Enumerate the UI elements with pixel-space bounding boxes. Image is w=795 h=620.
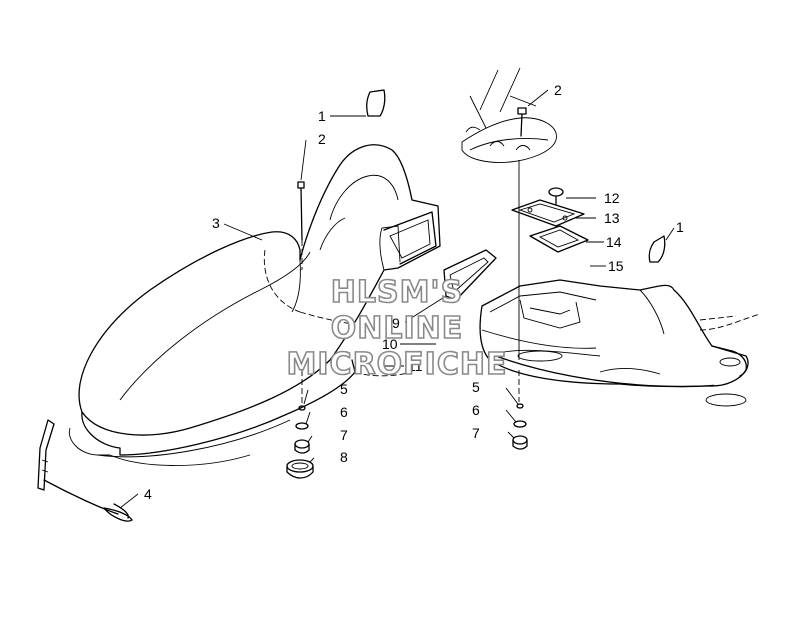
latch-plate: [511, 199, 585, 227]
callout-5-left: 5: [340, 381, 348, 397]
screw-2-right: [517, 107, 527, 360]
cable-strap-4: [37, 419, 133, 522]
callout-5-right: 5: [472, 379, 480, 395]
plug-12: [548, 187, 564, 205]
leader-lines: [119, 89, 675, 509]
callout-1-seat-pad: 1: [318, 108, 326, 124]
callout-11: 11: [408, 358, 423, 374]
callout-15-tray: 15: [608, 258, 624, 274]
callout-7-right: 7: [472, 425, 480, 441]
callout-1-lens-pad: 1: [676, 219, 684, 235]
seat-pad-1: [366, 89, 386, 117]
watermark: HLSM'S ONLINE MICROFICHE: [286, 274, 508, 383]
frame-sketch: [461, 67, 557, 163]
handle-grip: [443, 249, 497, 301]
callout-2-seat-screw: 2: [318, 131, 326, 147]
callout-3-seat: 3: [212, 215, 220, 231]
callout-6-right: 6: [472, 402, 480, 418]
callout-7-left: 7: [340, 427, 348, 443]
watermark-line-3: MICROFICHE: [287, 347, 508, 382]
screw-2-left: [297, 181, 305, 270]
storage-tray: [479, 279, 761, 407]
callout-4-strap: 4: [144, 486, 152, 502]
fastener-stack-right: [512, 370, 528, 450]
callout-labels: 1 2 3 4 5 6 7 8 9 10 11 2 12 13 14 15 1 …: [144, 82, 684, 502]
callout-14-gasket: 14: [606, 234, 622, 250]
callout-9-grip: 9: [392, 315, 400, 331]
callout-2-frame-screw: 2: [554, 82, 562, 98]
fastener-stack-left: [286, 370, 314, 479]
callout-10: 10: [382, 336, 398, 352]
callout-6-left: 6: [340, 404, 348, 420]
watermark-line-2: ONLINE: [331, 311, 464, 346]
callout-8-grommet: 8: [340, 449, 348, 465]
callout-12-plug: 12: [604, 190, 620, 206]
gasket: [529, 225, 589, 253]
callout-13-latch-plate: 13: [604, 210, 620, 226]
watermark-line-1: HLSM'S: [331, 275, 463, 310]
lens-pad-1: [648, 235, 666, 263]
seat-assembly: [68, 144, 441, 466]
